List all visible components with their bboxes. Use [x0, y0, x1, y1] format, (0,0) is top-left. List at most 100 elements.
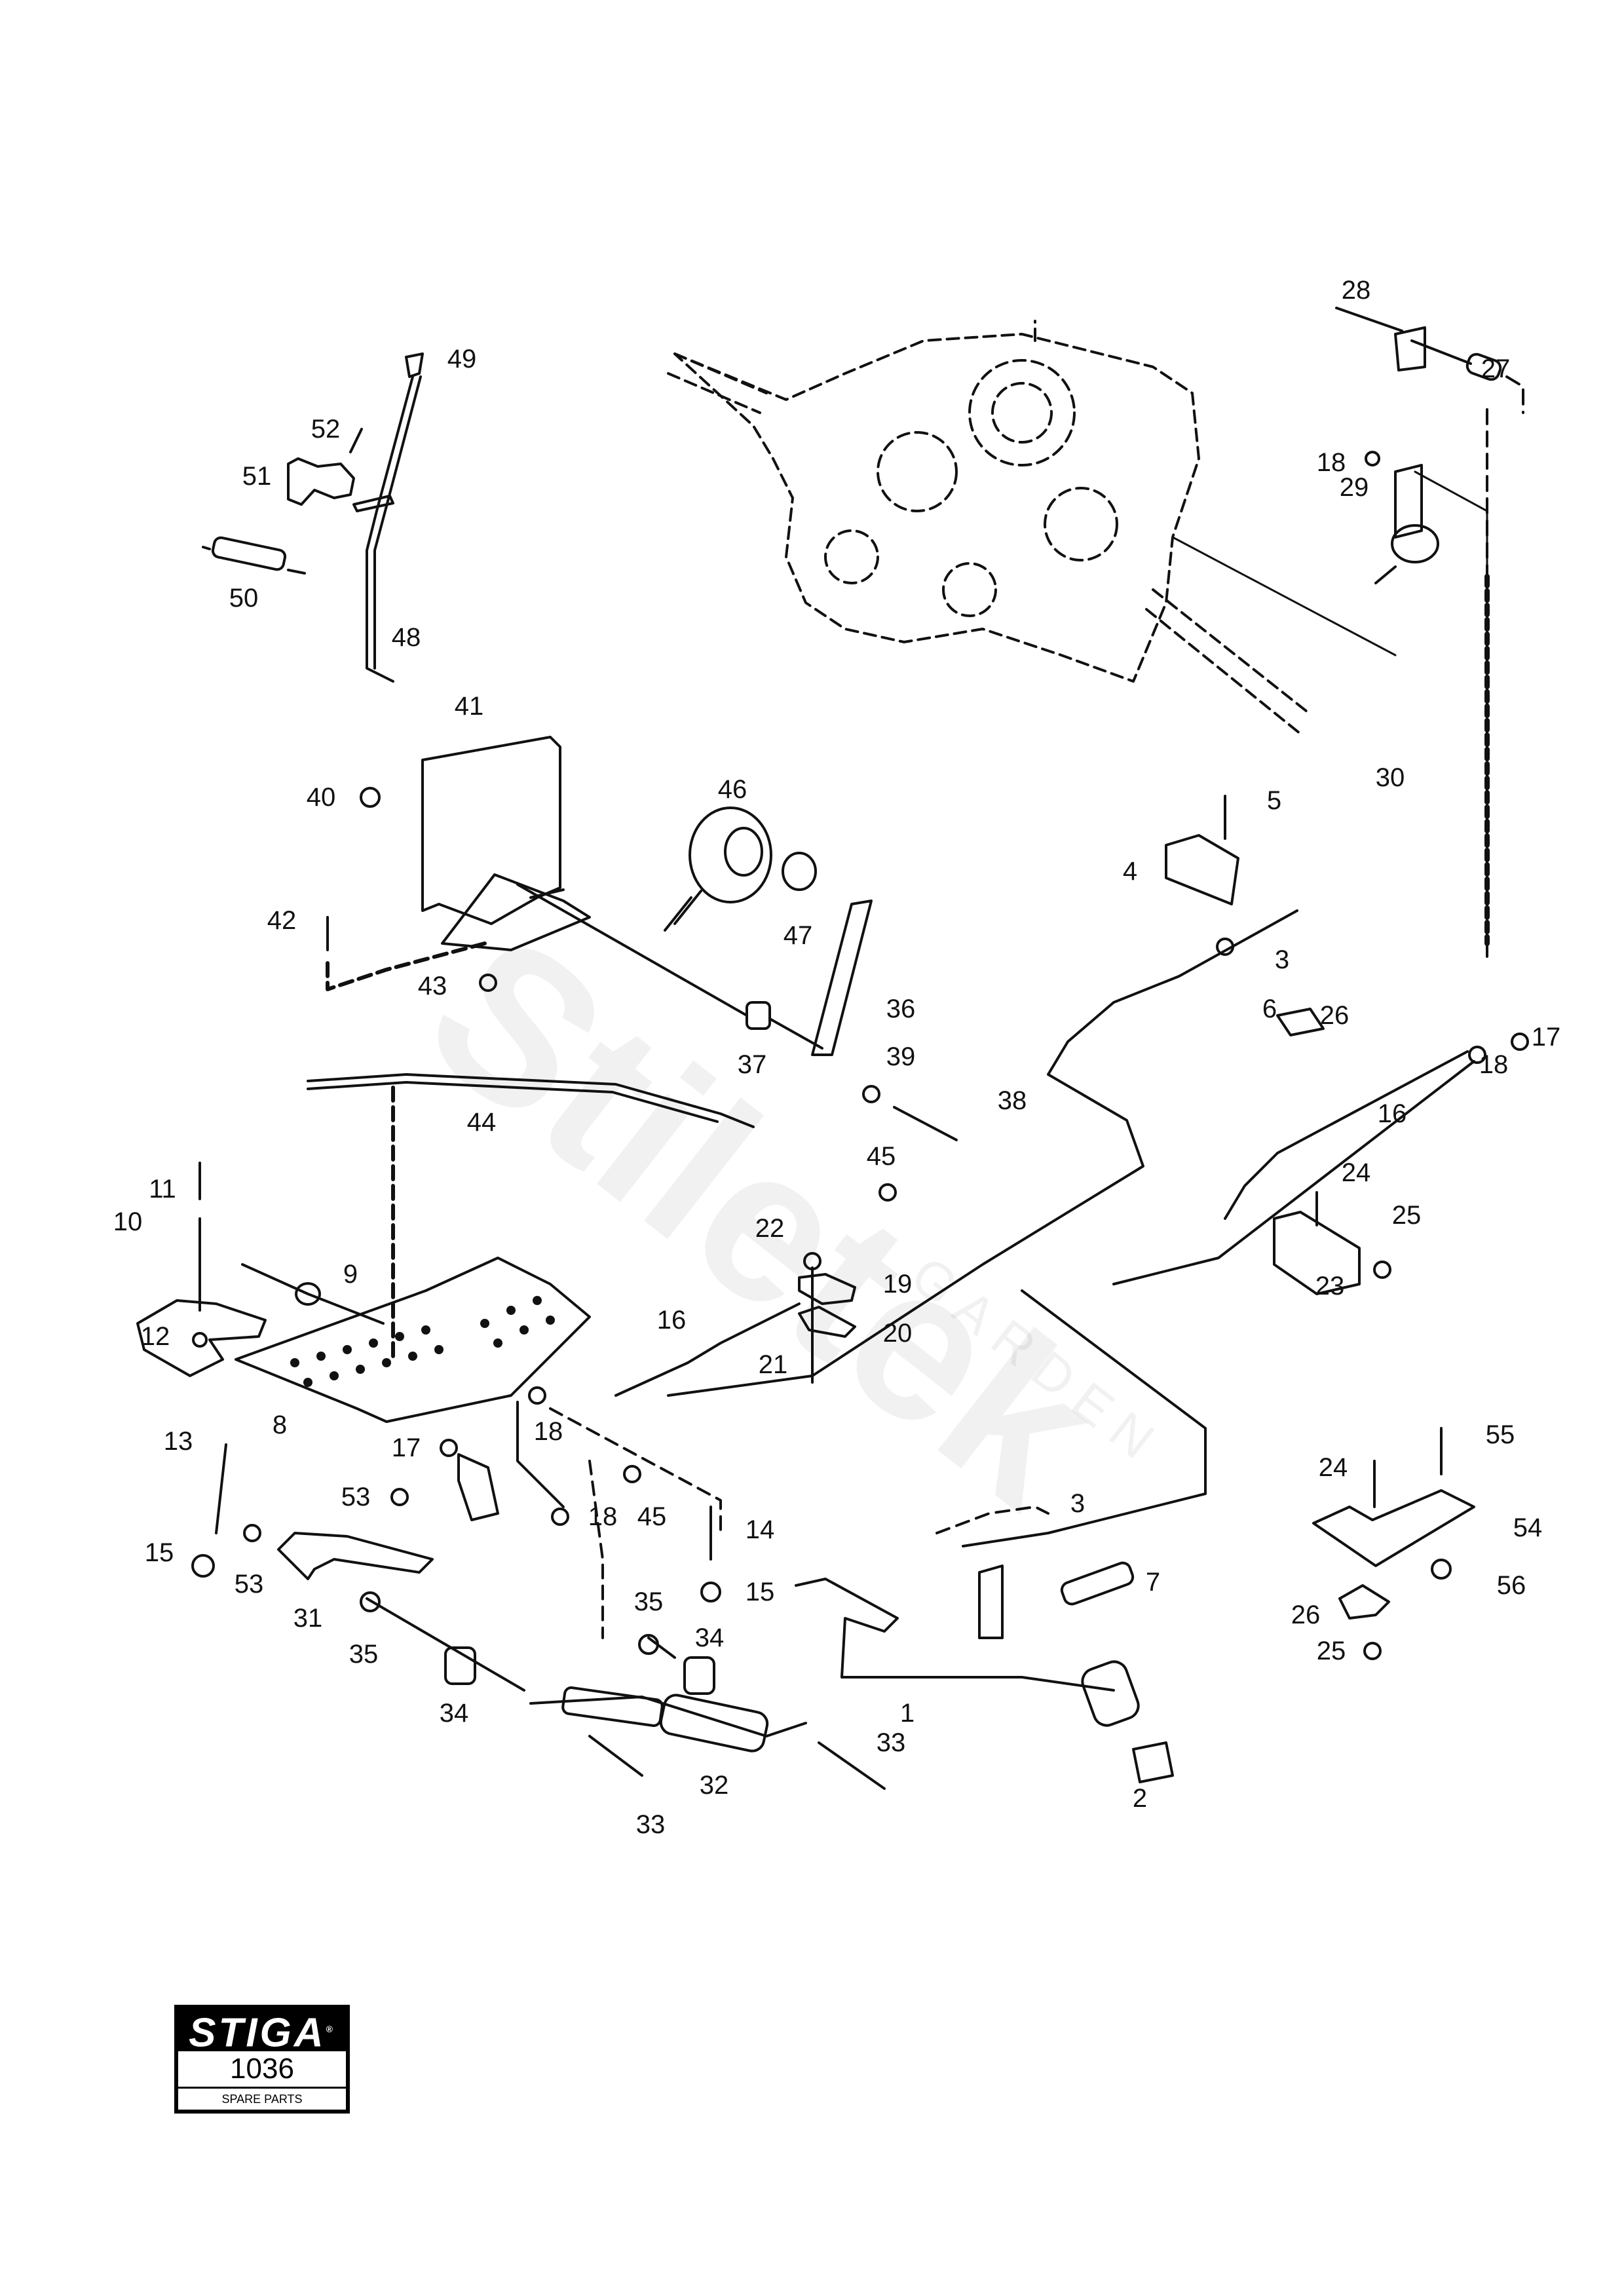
callout-35: 35	[349, 1640, 379, 1669]
part-28-plate	[1394, 326, 1426, 371]
part-29-arm	[1394, 464, 1423, 539]
part-34-spacer-a	[444, 1646, 476, 1685]
part-23-bracket	[1273, 1211, 1361, 1295]
callout-33: 33	[876, 1728, 906, 1757]
callout-42: 42	[267, 906, 297, 935]
part-45-washer-a	[878, 1183, 897, 1202]
callout-43: 43	[417, 972, 447, 1000]
part-38-bolt	[893, 1106, 958, 1141]
callout-47: 47	[783, 921, 813, 950]
callout-35: 35	[633, 1587, 664, 1616]
part-18-washer-d	[551, 1508, 569, 1526]
callout-54: 54	[1513, 1513, 1543, 1542]
diagram-number: 1036	[178, 2051, 346, 2089]
callout-6: 6	[1262, 995, 1277, 1023]
part-18-washer-a	[1365, 451, 1380, 466]
callout-51: 51	[242, 462, 272, 491]
part-18-washer-c	[528, 1386, 546, 1405]
callout-9: 9	[343, 1260, 358, 1289]
brand-name: STIGA®	[189, 2010, 335, 2056]
part-32-damper	[529, 1686, 807, 1753]
callout-28: 28	[1341, 276, 1371, 305]
callout-36: 36	[886, 995, 916, 1023]
part-48-49-lever	[352, 352, 424, 683]
part-9-bushing	[295, 1282, 321, 1306]
callout-20: 20	[882, 1319, 913, 1348]
callout-46: 46	[717, 775, 747, 804]
callout-48: 48	[391, 623, 421, 652]
callout-45: 45	[866, 1142, 896, 1171]
part-33-bolt-a	[588, 1735, 643, 1777]
part-16-cable	[1224, 1050, 1469, 1220]
callout-18: 18	[533, 1417, 563, 1446]
part-45-washer-b	[623, 1465, 641, 1483]
callout-23: 23	[1315, 1272, 1345, 1300]
part-2-bushing	[1132, 1741, 1174, 1783]
callout-34: 34	[694, 1623, 725, 1652]
callout-26: 26	[1291, 1601, 1321, 1629]
part-15-nut-b	[700, 1582, 721, 1603]
callout-37: 37	[737, 1050, 767, 1079]
part-51-bracket	[287, 457, 355, 506]
callout-24: 24	[1318, 1453, 1348, 1482]
part-18-washer-b	[1468, 1046, 1486, 1064]
callout-53: 53	[234, 1570, 264, 1599]
part-52-screw	[349, 428, 363, 453]
callout-17: 17	[391, 1433, 421, 1462]
spare-parts-caption: SPARE PARTS	[178, 2089, 346, 2110]
part-10-bracket	[136, 1299, 267, 1377]
part-20-plate	[798, 1306, 856, 1338]
transmission-ghost	[667, 320, 1312, 735]
part-4-bracket	[1165, 834, 1239, 905]
part-19-clamp	[798, 1273, 856, 1305]
callout-55: 55	[1485, 1420, 1515, 1449]
part-12-nut	[192, 1332, 208, 1348]
stiga-spare-parts-logo: STIGA® 1036 SPARE PARTS	[174, 2005, 350, 2114]
part-27-bushing	[1465, 352, 1502, 381]
part-37-spacer	[746, 1001, 771, 1030]
part-44-rod	[307, 1073, 755, 1128]
callout-34: 34	[439, 1699, 469, 1728]
callout-18: 18	[1316, 448, 1346, 477]
callout-3: 3	[1070, 1489, 1086, 1518]
callout-5: 5	[1266, 786, 1282, 815]
callout-3: 3	[1274, 945, 1290, 974]
callout-27: 27	[1481, 354, 1511, 383]
callout-14: 14	[745, 1515, 775, 1544]
part-53-bushing-a	[390, 1488, 409, 1506]
callout-52: 52	[311, 415, 341, 444]
callout-29: 29	[1339, 473, 1369, 502]
callout-15: 15	[144, 1538, 174, 1567]
callout-1: 1	[899, 1699, 915, 1728]
callout-39: 39	[886, 1042, 916, 1071]
part-15-nut-a	[191, 1554, 215, 1578]
callout-16: 16	[1377, 1099, 1407, 1128]
callout-18: 18	[1479, 1050, 1509, 1079]
callout-25: 25	[1391, 1201, 1422, 1230]
callout-7: 7	[1145, 1568, 1161, 1597]
part-17-clip-a	[1511, 1033, 1529, 1051]
part-16-cable-b	[614, 1302, 801, 1397]
part-7-spring	[1060, 1561, 1135, 1606]
part-25-nut-b	[1363, 1642, 1382, 1660]
callout-31: 31	[293, 1604, 323, 1633]
part-28-bolt	[1335, 307, 1403, 332]
callout-50: 50	[229, 584, 259, 613]
part-3-cable	[667, 909, 1298, 1397]
part-43-nut	[479, 974, 497, 992]
callout-56: 56	[1496, 1571, 1526, 1600]
callout-26: 26	[1319, 1001, 1350, 1030]
callout-24: 24	[1341, 1158, 1371, 1187]
callout-25: 25	[1316, 1637, 1346, 1665]
callout-18: 18	[588, 1502, 618, 1531]
part-29-hub	[1391, 524, 1439, 563]
callout-32: 32	[699, 1771, 729, 1800]
callout-15: 15	[745, 1578, 775, 1606]
callout-30: 30	[1375, 763, 1405, 792]
part-40-washer	[360, 787, 381, 808]
part-30-pin	[1374, 565, 1397, 584]
pedal-arm	[457, 1401, 565, 1521]
callout-2: 2	[1132, 1784, 1148, 1813]
